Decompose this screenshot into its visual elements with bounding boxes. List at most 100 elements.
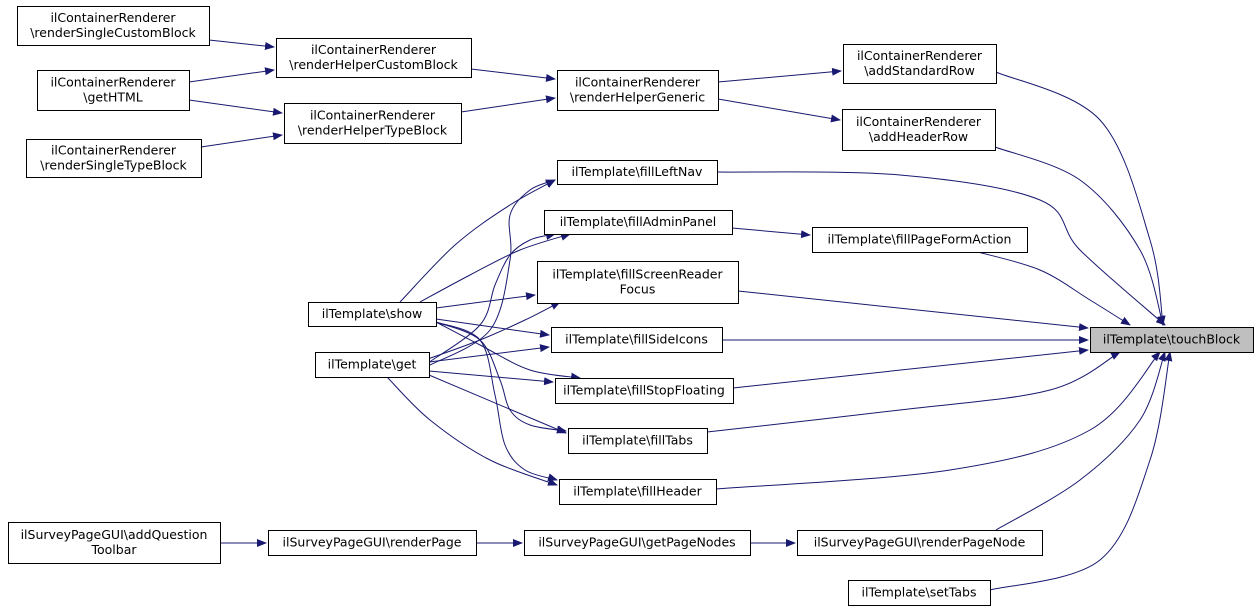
node-fillTabs[interactable]: ilTemplate\fillTabs	[568, 428, 708, 454]
edge-show-to-fillLeftNav	[399, 179, 556, 303]
edge-getHTML-to-renderHelperTypeBlock	[188, 99, 283, 116]
node-renderSingleCustomBlock[interactable]: ilContainerRenderer\renderSingleCustomBl…	[17, 6, 210, 46]
node-box	[284, 103, 462, 144]
node-label: \renderHelperGeneric	[570, 90, 705, 105]
node-label: ilTemplate\fillScreenReader	[552, 267, 723, 282]
node-getPageNodes[interactable]: ilSurveyPageGUI\getPageNodes	[524, 530, 751, 556]
node-label: \addHeaderRow	[869, 129, 968, 144]
edge-renderSingleCustomBlock-to-renderHelperCustomBlock	[208, 39, 275, 51]
node-fillStopFloating[interactable]: ilTemplate\fillStopFloating	[555, 378, 734, 404]
edge-setTabs-to-touchBlock	[989, 351, 1173, 591]
node-renderHelperCustomBlock[interactable]: ilContainerRenderer\renderHelperCustomBl…	[276, 38, 472, 78]
node-label: ilContainerRenderer	[311, 42, 437, 57]
node-box	[568, 428, 708, 454]
node-label: ilContainerRenderer	[856, 114, 982, 129]
node-label: \getHTML	[83, 90, 143, 105]
edge-get-to-fillScreenReaderFocus	[427, 301, 561, 360]
node-box	[797, 530, 1043, 556]
edges	[188, 39, 1173, 591]
node-label: ilTemplate\fillAdminPanel	[560, 214, 717, 229]
edge-show-to-fillHeader	[435, 321, 558, 482]
edge-renderSingleTypeBlock-to-renderHelperTypeBlock	[200, 132, 283, 148]
node-label: ilTemplate\touchBlock	[1103, 332, 1241, 347]
node-label: ilContainerRenderer	[51, 143, 177, 158]
node-fillLeftNav[interactable]: ilTemplate\fillLeftNav	[557, 160, 718, 185]
node-fillAdminPanel[interactable]: ilTemplate\fillAdminPanel	[544, 210, 733, 235]
edge-get-to-fillLeftNav	[427, 179, 556, 367]
node-label: ilSurveyPageGUI\renderPageNode	[814, 535, 1026, 550]
edge-show-to-fillAdminPanel	[419, 232, 571, 303]
node-fillHeader[interactable]: ilTemplate\fillHeader	[559, 479, 717, 505]
node-box	[555, 378, 734, 404]
node-box	[551, 327, 723, 353]
node-renderPageNode[interactable]: ilSurveyPageGUI\renderPageNode	[797, 530, 1043, 556]
node-label: \addStandardRow	[864, 63, 975, 78]
node-get[interactable]: ilTemplate\get	[315, 352, 430, 378]
node-getHTML[interactable]: ilContainerRenderer\getHTML	[37, 70, 190, 111]
node-renderHelperTypeBlock[interactable]: ilContainerRenderer\renderHelperTypeBloc…	[284, 103, 462, 144]
node-label: Toolbar	[90, 542, 137, 557]
edge-fillScreenReaderFocus-to-touchBlock	[737, 290, 1089, 332]
node-show[interactable]: ilTemplate\show	[308, 302, 437, 327]
node-fillPageFormAction[interactable]: ilTemplate\fillPageFormAction	[812, 227, 1028, 253]
node-box	[1090, 327, 1254, 353]
node-label: ilTemplate\fillPageFormAction	[828, 232, 1012, 247]
node-label: \renderHelperTypeBlock	[298, 123, 448, 138]
node-label: ilSurveyPageGUI\getPageNodes	[538, 535, 735, 550]
node-label: ilTemplate\get	[328, 357, 417, 372]
edge-fillHeader-to-touchBlock	[715, 351, 1161, 490]
node-box	[559, 479, 717, 505]
node-renderPage[interactable]: ilSurveyPageGUI\renderPage	[268, 530, 477, 556]
node-label: ilTemplate\fillSideIcons	[565, 332, 708, 347]
node-label: ilTemplate\fillStopFloating	[563, 383, 725, 398]
node-label: ilTemplate\show	[322, 306, 423, 321]
node-label: ilContainerRenderer	[50, 10, 176, 25]
node-label: ilTemplate\setTabs	[862, 585, 977, 600]
node-renderSingleTypeBlock[interactable]: ilContainerRenderer\renderSingleTypeBloc…	[26, 139, 202, 178]
node-renderHelperGeneric[interactable]: ilContainerRenderer\renderHelperGeneric	[557, 70, 719, 111]
node-setTabs[interactable]: ilTemplate\setTabs	[848, 580, 991, 606]
edge-fillTabs-to-touchBlock	[706, 351, 1121, 433]
node-box	[17, 6, 210, 46]
node-box	[8, 522, 221, 564]
node-label: ilContainerRenderer	[310, 108, 436, 123]
edge-addHeaderRow-to-touchBlock	[994, 146, 1165, 326]
node-box	[37, 70, 190, 111]
node-touchBlock[interactable]: ilTemplate\touchBlock	[1090, 327, 1254, 353]
node-label: ilSurveyPageGUI\renderPage	[283, 535, 462, 550]
node-box	[842, 109, 996, 151]
node-label: \renderSingleTypeBlock	[40, 158, 187, 173]
node-label: Focus	[620, 282, 656, 297]
edge-fillStopFloating-to-touchBlock	[732, 346, 1089, 389]
node-label: ilTemplate\fillHeader	[573, 484, 702, 499]
node-label: \renderSingleCustomBlock	[30, 25, 196, 40]
node-box	[544, 210, 733, 235]
edge-addStandardRow-to-touchBlock	[995, 71, 1166, 326]
edge-fillPageFormAction-to-touchBlock	[977, 251, 1131, 326]
node-box	[315, 352, 430, 378]
edge-fillAdminPanel-to-fillPageFormAction	[731, 227, 811, 239]
edge-renderHelperGeneric-to-addHeaderRow	[717, 98, 841, 123]
node-label: ilContainerRenderer	[50, 75, 176, 90]
edge-renderHelperGeneric-to-addStandardRow	[717, 67, 842, 83]
node-box	[557, 70, 719, 111]
node-addHeaderRow[interactable]: ilContainerRenderer\addHeaderRow	[842, 109, 996, 151]
node-box	[308, 302, 437, 327]
node-box	[276, 38, 472, 78]
edge-get-to-fillSideIcons	[428, 344, 550, 363]
node-box	[268, 530, 477, 556]
edge-show-to-fillTabs	[435, 321, 567, 434]
edge-show-to-fillStopFloating	[435, 321, 581, 381]
edge-getHTML-to-renderHelperCustomBlock	[188, 67, 275, 83]
nodes: ilContainerRenderer\renderSingleCustomBl…	[8, 6, 1254, 606]
node-label: ilTemplate\fillTabs	[582, 433, 693, 448]
edge-renderPageNode-to-touchBlock	[995, 351, 1166, 531]
edge-get-to-fillStopFloating	[428, 370, 554, 386]
node-label: ilContainerRenderer	[857, 48, 983, 63]
edge-show-to-fillSideIcons	[435, 318, 550, 338]
node-addStandardRow[interactable]: ilContainerRenderer\addStandardRow	[843, 44, 997, 84]
node-fillSideIcons[interactable]: ilTemplate\fillSideIcons	[551, 327, 723, 353]
